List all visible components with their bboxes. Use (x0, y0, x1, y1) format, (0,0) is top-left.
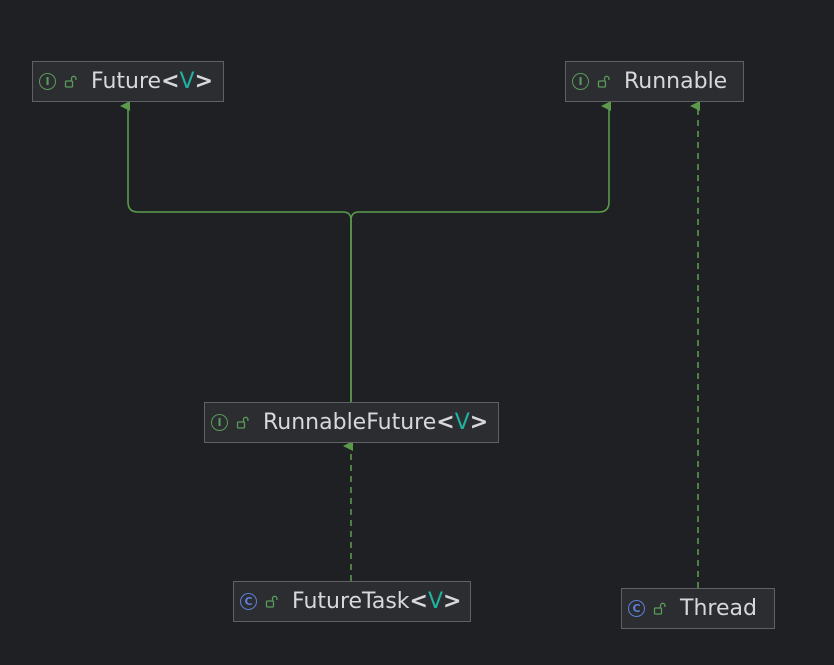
type-open-bracket: < (161, 69, 180, 94)
node-runnable[interactable]: I Runnable (565, 61, 744, 102)
open-lock-icon (597, 75, 610, 88)
type-open-bracket: < (409, 589, 428, 614)
node-name: Thread (680, 596, 757, 621)
type-parameter: V (179, 69, 195, 94)
open-lock-icon (64, 75, 77, 88)
open-lock-icon (653, 602, 666, 615)
open-lock-icon (236, 416, 249, 429)
node-name: FutureTask (292, 589, 410, 614)
node-future[interactable]: I Future<V> (32, 61, 224, 102)
node-name: Runnable (624, 69, 728, 94)
open-lock-icon (265, 595, 278, 608)
class-badge-icon: C (628, 600, 645, 617)
type-parameter: V (454, 410, 470, 435)
node-thread[interactable]: C Thread (621, 588, 775, 629)
type-open-bracket: < (436, 410, 455, 435)
node-runnablefuture[interactable]: I RunnableFuture<V> (204, 402, 499, 443)
node-name: RunnableFuture (263, 410, 437, 435)
type-parameter: V (427, 589, 444, 614)
type-close-bracket: > (469, 410, 489, 435)
class-badge-icon: C (240, 593, 257, 610)
interface-badge-icon: I (211, 414, 228, 431)
type-close-bracket: > (443, 589, 462, 614)
type-close-bracket: > (194, 69, 213, 94)
interface-badge-icon: I (39, 73, 56, 90)
node-name: Future (91, 69, 162, 94)
node-futuretask[interactable]: C FutureTask<V> (233, 581, 471, 622)
edge-runnablefuture-extends-future (120, 101, 352, 402)
edge-runnablefuture-extends-runnable (350, 101, 611, 402)
interface-badge-icon: I (572, 73, 589, 90)
